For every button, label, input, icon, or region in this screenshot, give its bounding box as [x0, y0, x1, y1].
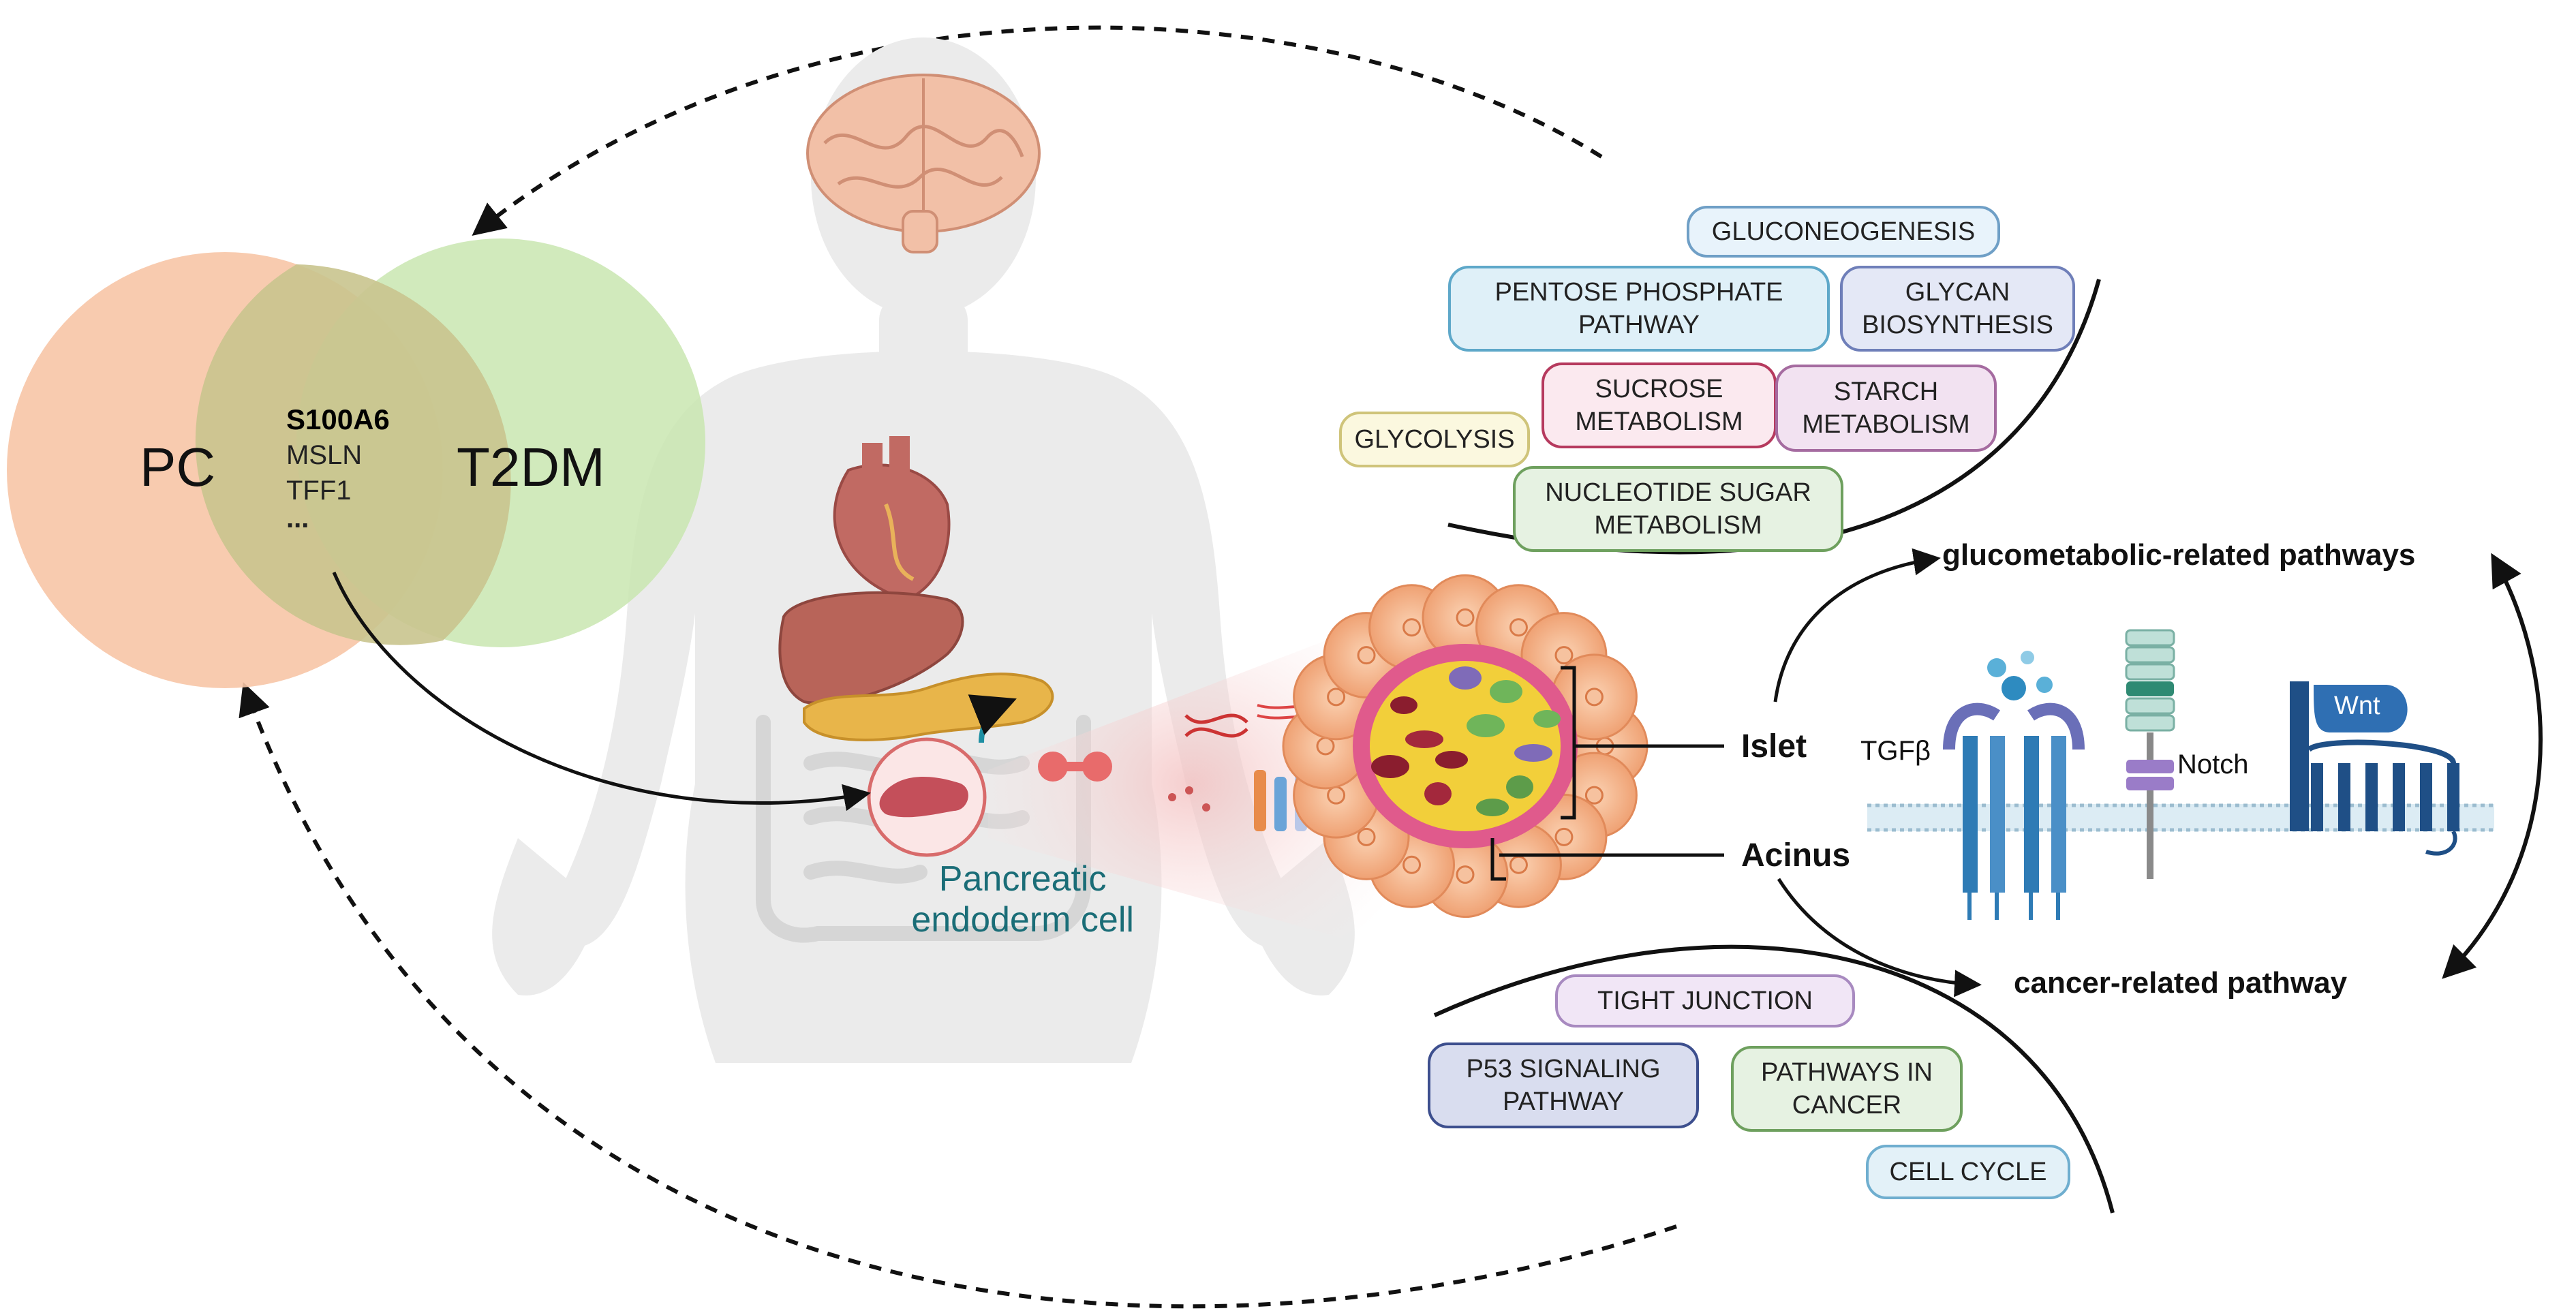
dashed-arrow-top: [472, 25, 1603, 236]
islet-cell: [1405, 730, 1443, 748]
islet-cell: [1467, 714, 1505, 737]
venn-label-t2dm: T2DM: [457, 437, 605, 497]
islet-cell: [1506, 775, 1533, 799]
acinus-lumen: [1357, 827, 1376, 846]
dashed-arrow-bottom: [239, 681, 1677, 1309]
wnt-label: Wnt: [2334, 692, 2380, 720]
acinus-lumen: [1509, 855, 1528, 874]
pathway-box-pentose-phosphate: PENTOSE PHOSPHATE PATHWAY: [1448, 266, 1830, 352]
venn-diagram: [7, 238, 705, 688]
islet-cell: [1490, 680, 1522, 703]
venn-overlap-gene-list: S100A6 MSLN TFF1 ...: [286, 402, 390, 534]
gene-tff1: TFF1: [286, 476, 352, 506]
cancer-arc: [1433, 944, 2115, 1214]
acinus-lumen: [1316, 737, 1335, 756]
acinus-lumen: [1327, 688, 1346, 707]
islet-cell: [1424, 782, 1452, 805]
acinus-lumen: [1554, 646, 1574, 665]
liver-icon: [778, 591, 964, 705]
acinus-lumen: [1554, 827, 1574, 846]
acinus-lumen: [1456, 865, 1475, 884]
wnt-receptor-icon: [2290, 681, 2459, 856]
wnt-ligand-shape: [2314, 685, 2408, 732]
acinus-lumen: [1327, 786, 1346, 805]
islet-cell: [1514, 744, 1552, 762]
tissue-brackets: [1490, 666, 1724, 881]
brain-icon: [806, 74, 1041, 253]
pathway-box-glycolysis: GLYCOLYSIS: [1339, 412, 1530, 467]
gene-msln: MSLN: [286, 440, 363, 470]
pathway-box-nucleotide-sugar-metabolism: NUCLEOTIDE SUGAR METABOLISM: [1513, 466, 1843, 552]
pathway-box-tight-junction: TIGHT JUNCTION: [1555, 974, 1855, 1028]
pathway-box-p53-signaling: P53 SIGNALING PATHWAY: [1428, 1042, 1699, 1128]
pathway-box-starch-metabolism: STARCH METABOLISM: [1775, 365, 1997, 452]
arrow-to-cancer: [1777, 878, 1982, 998]
acinus-label: Acinus: [1741, 837, 1851, 874]
acinus-lumen: [1584, 786, 1604, 805]
pathway-box-pathways-in-cancer: PATHWAYS IN CANCER: [1731, 1046, 1963, 1132]
islet-cell: [1390, 696, 1417, 714]
glucometabolic-heading: glucometabolic-related pathways: [1942, 538, 2416, 572]
islet-label: Islet: [1741, 728, 1807, 764]
cancer-heading: cancer-related pathway: [2014, 966, 2348, 1000]
acinus-lumen: [1357, 646, 1376, 665]
acinus-lumen: [1456, 608, 1475, 627]
islet-cell: [1371, 755, 1409, 778]
acinus-lumen: [1402, 855, 1422, 874]
tgfb-label: TGFβ: [1860, 736, 1931, 766]
tgfb-receptor-icon: [1943, 651, 2085, 920]
pathway-box-gluconeogenesis: GLUCONEOGENESIS: [1687, 206, 2000, 258]
notch-label: Notch: [2177, 750, 2249, 779]
acinus-lumen: [1509, 618, 1528, 637]
acinus-lumen: [1402, 618, 1422, 637]
islet-cell: [1449, 666, 1482, 690]
islet-cell: [1476, 799, 1509, 816]
teal-arrow: [968, 694, 1017, 743]
pathway-box-cell-cycle: CELL CYCLE: [1866, 1145, 2070, 1199]
heart-icon: [833, 436, 951, 602]
gene-s100a6: S100A6: [286, 403, 390, 435]
solid-arrow-venn-to-cell: [332, 572, 871, 812]
islet-cell: [1435, 751, 1468, 769]
notch-receptor-icon: [2125, 629, 2175, 879]
islet-acinus-tissue-icon: [1282, 574, 1649, 918]
venn-overlap-region: [195, 264, 511, 645]
acinus-lumen: [1584, 688, 1604, 707]
double-arrow-right: [2442, 553, 2543, 979]
pancreatic-endoderm-cell-label: Pancreatic endoderm cell: [911, 859, 1134, 940]
pancreatic-endoderm-cell-icon: [867, 737, 987, 857]
venn-label-pc: PC: [140, 437, 216, 497]
arrow-to-glucometabolic: [1773, 548, 1941, 702]
pathway-box-sucrose-metabolism: SUCROSE METABOLISM: [1542, 362, 1777, 448]
islet-cell: [1533, 710, 1561, 728]
pathway-box-glycan-biosynthesis: GLYCAN BIOSYNTHESIS: [1840, 266, 2075, 352]
gene-ellipsis: ...: [286, 504, 309, 534]
